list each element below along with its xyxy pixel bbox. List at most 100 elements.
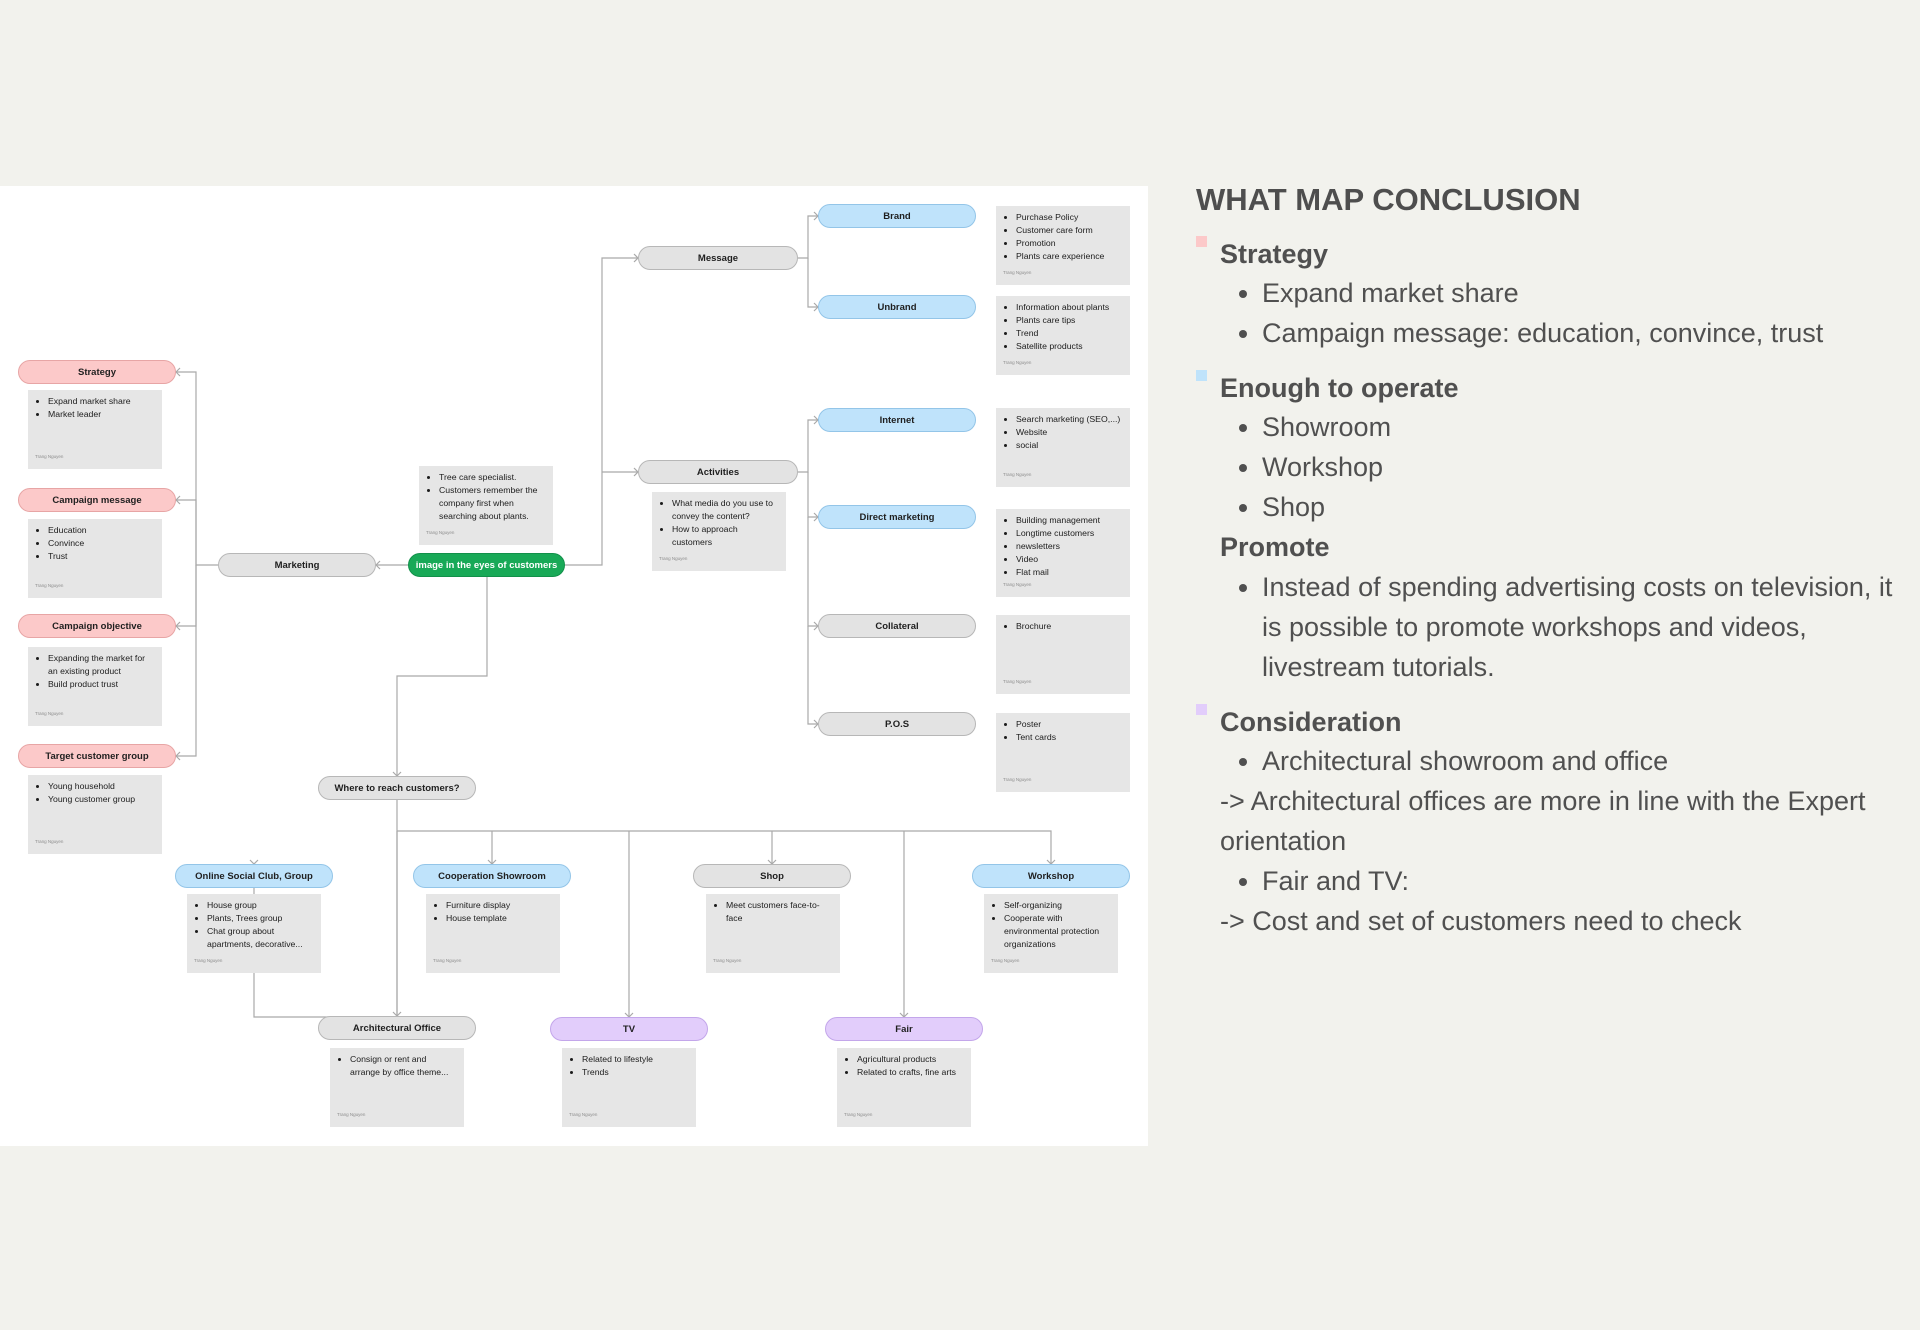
note-author: Trang Nguyen <box>713 958 742 963</box>
consideration-heading: Consideration <box>1196 703 1896 741</box>
brand-node[interactable]: Brand <box>818 204 976 228</box>
list-item: Campaign message: education, convince, t… <box>1262 313 1896 353</box>
campaign-message-node[interactable]: Campaign message <box>18 488 176 512</box>
note-author: Trang Nguyen <box>1003 270 1032 275</box>
note-author: Trang Nguyen <box>35 711 64 716</box>
shop-node[interactable]: Shop <box>693 864 851 888</box>
consideration-line-2: -> Cost and set of customers need to che… <box>1220 906 1742 936</box>
collateral-node[interactable]: Collateral <box>818 614 976 638</box>
note-item: Customer care form <box>1016 224 1122 237</box>
list-item: Shop <box>1262 487 1896 527</box>
pos-node[interactable]: P.O.S <box>818 712 976 736</box>
coop-node[interactable]: Cooperation Showroom <box>413 864 571 888</box>
note-item: Brochure <box>1016 620 1122 633</box>
note-item: Promotion <box>1016 237 1122 250</box>
target-group-node[interactable]: Target customer group <box>18 744 176 768</box>
note-author: Trang Nguyen <box>1003 360 1032 365</box>
note-item: Building management <box>1016 514 1122 527</box>
note-author: Trang Nguyen <box>35 839 64 844</box>
note-item: Expanding the market for an existing pro… <box>48 652 154 678</box>
internet-note: Search marketing (SEO,...) Website socia… <box>996 408 1130 487</box>
note-item: Plants care tips <box>1016 314 1122 327</box>
online-note: House group Plants, Trees group Chat gro… <box>187 894 321 973</box>
collateral-note: Brochure Trang Nguyen <box>996 615 1130 694</box>
activities-node[interactable]: Activities <box>638 460 798 484</box>
note-item: Expand market share <box>48 395 154 408</box>
note-item: Consign or rent and arrange by office th… <box>350 1053 456 1079</box>
note-author: Trang Nguyen <box>991 958 1020 963</box>
message-node[interactable]: Message <box>638 246 798 270</box>
workshop-node[interactable]: Workshop <box>972 864 1130 888</box>
note-author: Trang Nguyen <box>1003 582 1032 587</box>
note-author: Trang Nguyen <box>194 958 223 963</box>
tv-note: Related to lifestyle Trends Trang Nguyen <box>562 1048 696 1127</box>
note-item: Plants care experience <box>1016 250 1122 263</box>
note-item: Search marketing (SEO,...) <box>1016 413 1122 426</box>
note-item: Website <box>1016 426 1122 439</box>
mind-map-board[interactable]: image in the eyes of customers Tree care… <box>0 186 1148 1146</box>
note-item: newsletters <box>1016 540 1122 553</box>
note-item: Young customer group <box>48 793 154 806</box>
strategy-heading-text: Strategy <box>1220 239 1329 269</box>
operate-heading-text: Enough to operate <box>1220 373 1459 403</box>
note-item: Longtime customers <box>1016 527 1122 540</box>
coop-note: Furniture display House template Trang N… <box>426 894 560 973</box>
note-author: Trang Nguyen <box>337 1112 366 1117</box>
note-item: What media do you use to convey the cont… <box>672 497 778 523</box>
purple-square-icon <box>1196 704 1207 715</box>
list-item: Instead of spending advertising costs on… <box>1262 567 1896 687</box>
brand-note: Purchase Policy Customer care form Promo… <box>996 206 1130 285</box>
consideration-heading-text: Consideration <box>1220 707 1402 737</box>
arch-office-node[interactable]: Architectural Office <box>318 1016 476 1040</box>
note-item: Convince <box>48 537 154 550</box>
operate-list: Showroom Workshop Shop <box>1196 407 1896 527</box>
note-item: How to approach customers <box>672 523 778 549</box>
consideration-list-2: Fair and TV: <box>1196 861 1896 901</box>
note-item: Customers remember the company first whe… <box>439 484 545 523</box>
strategy-list: Expand market share Campaign message: ed… <box>1196 273 1896 353</box>
pink-square-icon <box>1196 236 1207 247</box>
online-node[interactable]: Online Social Club, Group <box>175 864 333 888</box>
unbrand-node[interactable]: Unbrand <box>818 295 976 319</box>
list-item: Showroom <box>1262 407 1896 447</box>
arch-office-note: Consign or rent and arrange by office th… <box>330 1048 464 1127</box>
note-item: Tree care specialist. <box>439 471 545 484</box>
note-item: Cooperate with environmental protection … <box>1004 912 1110 951</box>
blue-square-icon <box>1196 370 1207 381</box>
center-note: Tree care specialist. Customers remember… <box>419 466 553 545</box>
consideration-list-1: Architectural showroom and office <box>1196 741 1896 781</box>
list-item: Fair and TV: <box>1262 861 1896 901</box>
note-author: Trang Nguyen <box>35 454 64 459</box>
note-author: Trang Nguyen <box>569 1112 598 1117</box>
marketing-node[interactable]: Marketing <box>218 553 376 577</box>
activities-note: What media do you use to convey the cont… <box>652 492 786 571</box>
note-item: Young household <box>48 780 154 793</box>
note-author: Trang Nguyen <box>659 556 688 561</box>
tv-node[interactable]: TV <box>550 1017 708 1041</box>
connector-lines <box>175 211 1056 1018</box>
note-item: House template <box>446 912 552 925</box>
note-item: Information about plants <box>1016 301 1122 314</box>
list-item: Workshop <box>1262 447 1896 487</box>
note-item: Tent cards <box>1016 731 1122 744</box>
internet-node[interactable]: Internet <box>818 408 976 432</box>
note-item: Purchase Policy <box>1016 211 1122 224</box>
target-group-note: Young household Young customer group Tra… <box>28 775 162 854</box>
where-node[interactable]: Where to reach customers? <box>318 776 476 800</box>
direct-marketing-node[interactable]: Direct marketing <box>818 505 976 529</box>
strategy-note: Expand market share Market leader Trang … <box>28 390 162 469</box>
promote-list: Instead of spending advertising costs on… <box>1196 567 1896 687</box>
note-author: Trang Nguyen <box>844 1112 873 1117</box>
list-item: Architectural showroom and office <box>1262 741 1896 781</box>
note-item: Chat group about apartments, decorative.… <box>207 925 313 951</box>
note-item: Related to crafts, fine arts <box>857 1066 963 1079</box>
campaign-objective-node[interactable]: Campaign objective <box>18 614 176 638</box>
fair-node[interactable]: Fair <box>825 1017 983 1041</box>
note-author: Trang Nguyen <box>35 583 64 588</box>
note-item: Self-organizing <box>1004 899 1110 912</box>
center-node[interactable]: image in the eyes of customers <box>408 553 565 577</box>
note-author: Trang Nguyen <box>433 958 462 963</box>
campaign-message-note: Education Convince Trust Trang Nguyen <box>28 519 162 598</box>
strategy-node[interactable]: Strategy <box>18 360 176 384</box>
list-item: Expand market share <box>1262 273 1896 313</box>
